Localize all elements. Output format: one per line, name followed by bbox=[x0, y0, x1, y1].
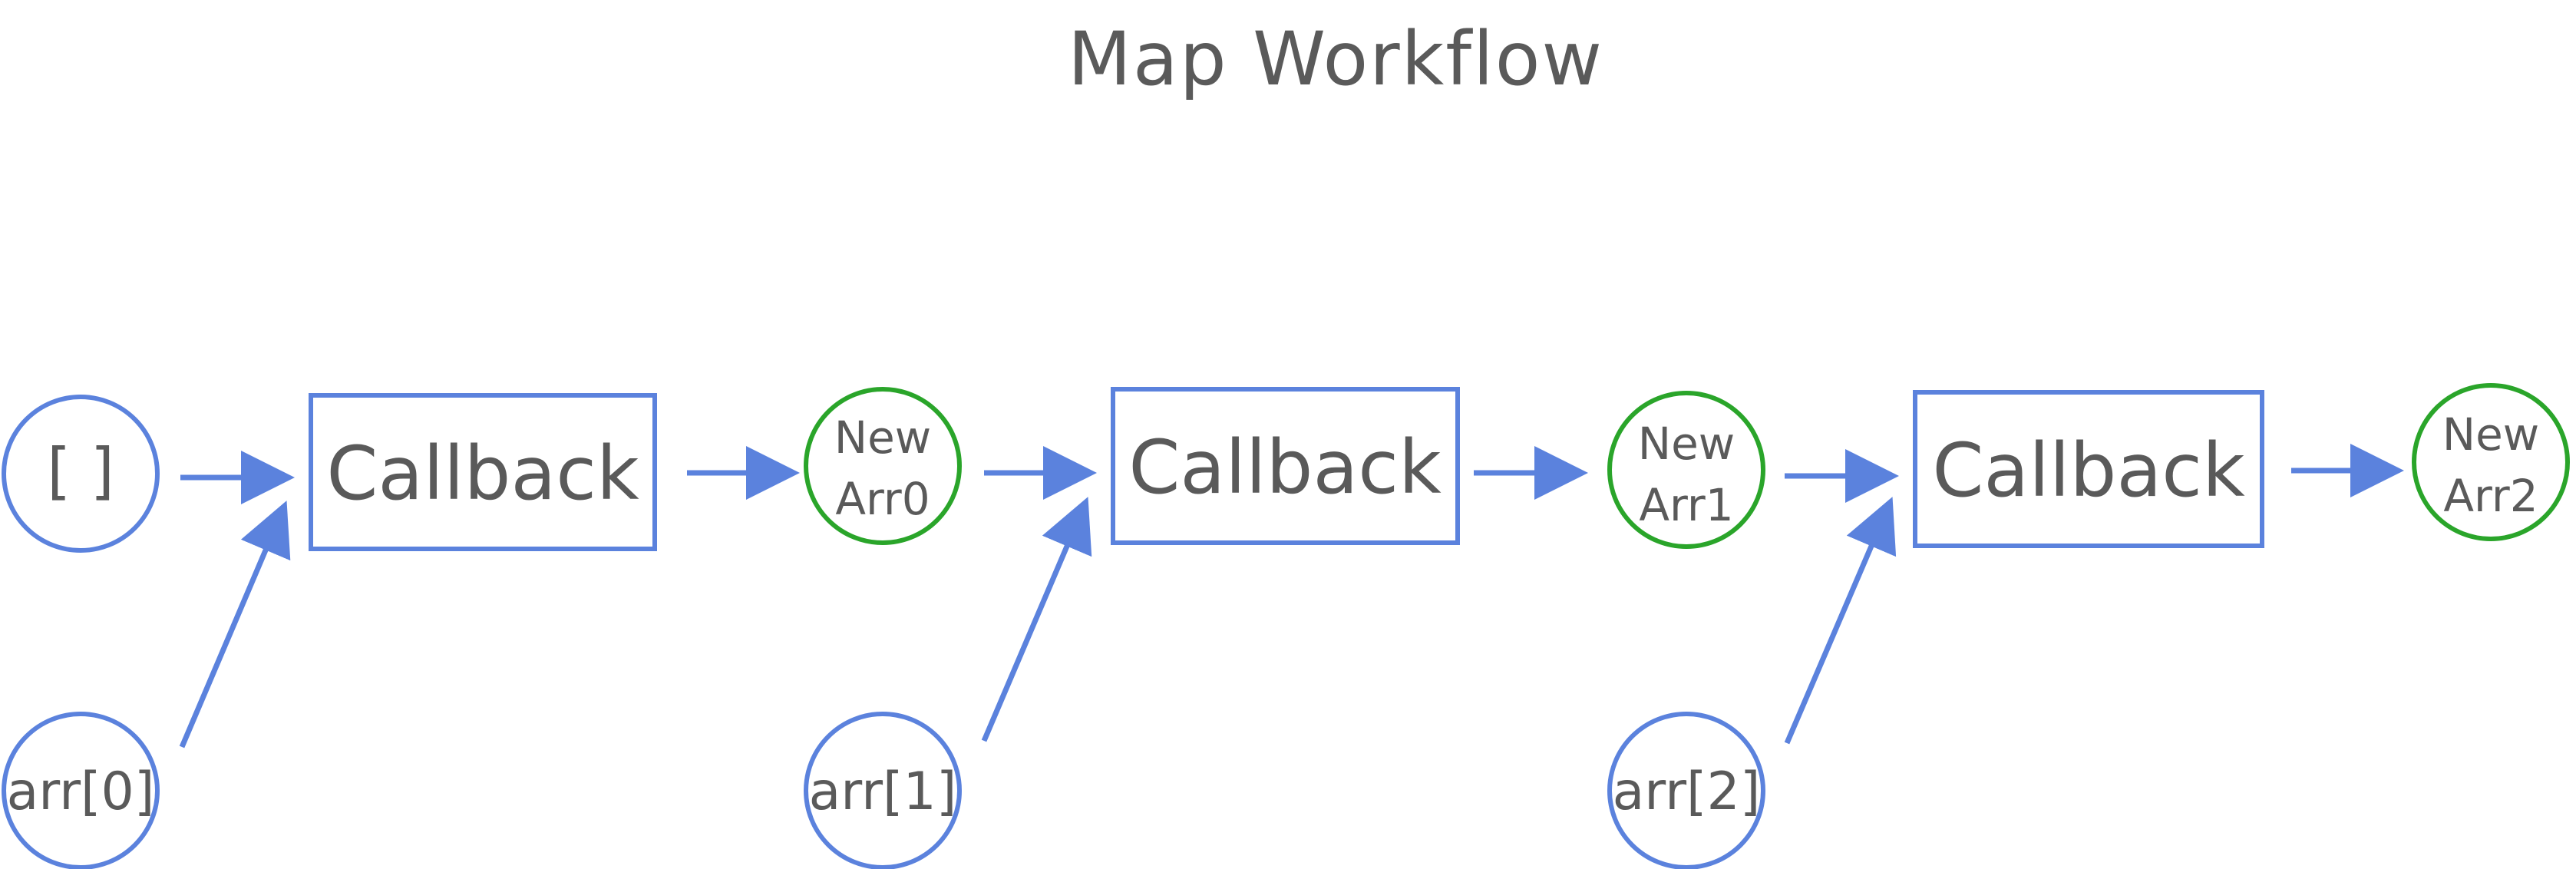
input-node-1: arr[1] bbox=[804, 712, 962, 869]
empty-array-node: [ ] bbox=[2, 395, 160, 553]
callback-label-1: Callback bbox=[1128, 425, 1442, 510]
arrow-input-1-to-callback-1 bbox=[981, 497, 1092, 742]
arrow-input-0-to-callback-0 bbox=[179, 501, 291, 748]
output-line1-0: New bbox=[834, 411, 932, 464]
input-node-2: arr[2] bbox=[1607, 712, 1765, 869]
callback-box-2: Callback bbox=[1913, 390, 2264, 548]
callback-box-1: Callback bbox=[1111, 387, 1460, 545]
output-line1-2: New bbox=[2442, 408, 2540, 461]
arrow-input-2-to-callback-2 bbox=[1784, 497, 1897, 745]
output-node-1: New Arr1 bbox=[1607, 391, 1765, 549]
input-label-0: arr[0] bbox=[7, 762, 155, 822]
output-line2-1: Arr1 bbox=[1639, 479, 1733, 531]
input-node-0: arr[0] bbox=[2, 712, 160, 869]
callback-label-2: Callback bbox=[1932, 428, 2245, 514]
output-line2-0: Arr0 bbox=[835, 473, 930, 525]
callback-box-0: Callback bbox=[309, 393, 657, 551]
input-label-1: arr[1] bbox=[809, 762, 957, 822]
output-node-0: New Arr0 bbox=[804, 387, 962, 545]
output-node-2: New Arr2 bbox=[2412, 383, 2570, 541]
empty-array-label: [ ] bbox=[47, 435, 114, 507]
input-label-2: arr[2] bbox=[1613, 762, 1761, 822]
output-line1-1: New bbox=[1638, 418, 1735, 470]
diagram-title: Map Workflow bbox=[1068, 16, 1603, 102]
callback-label-0: Callback bbox=[326, 431, 639, 517]
output-line2-2: Arr2 bbox=[2443, 470, 2538, 522]
